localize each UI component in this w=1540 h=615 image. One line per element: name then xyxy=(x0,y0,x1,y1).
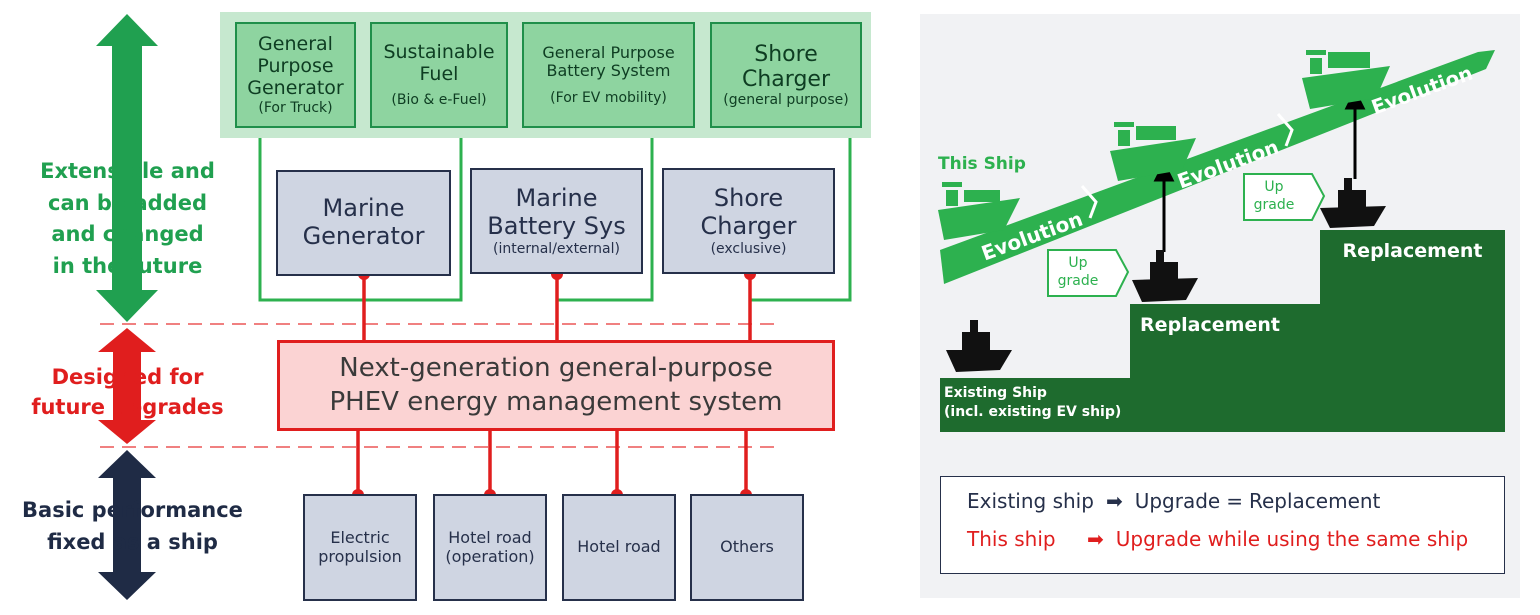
existing-ship-label: Existing Ship (incl. existing EV ship) xyxy=(944,385,1122,420)
legend-replacement: Replacement xyxy=(1248,489,1381,513)
arrow-right-icon: ➡ xyxy=(1105,489,1123,513)
bottom-box-text: Electric propulsion xyxy=(318,528,402,566)
mid-box-sub: (exclusive) xyxy=(710,240,787,257)
upgrade-callouts xyxy=(1047,173,1326,297)
red-double-arrow xyxy=(98,328,156,444)
bottom-box-hotel-road: Hotel road xyxy=(562,494,676,601)
legend-upgrade-same-ship: Upgrade while using the same ship xyxy=(1115,527,1469,551)
mid-box-shore-charger-exclusive: Shore Charger (exclusive) xyxy=(662,168,835,274)
bottom-box-others: Others xyxy=(690,494,804,601)
red-connectors xyxy=(356,274,752,495)
bottom-box-text: Hotel road (operation) xyxy=(445,528,535,566)
label-designed-for-upgrades: Designed for future upgrades xyxy=(31,365,224,420)
top-box-sub: (For EV mobility) xyxy=(550,90,667,107)
legend-row-this-ship: This ship ➡ Upgrade while using the same… xyxy=(967,527,1478,551)
label-extensible: Extensible and can be added and changed … xyxy=(40,159,215,278)
upgrade-label-2: Up grade xyxy=(1253,179,1295,214)
legend-existing-ship: Existing ship xyxy=(967,489,1094,513)
black-ship-icon xyxy=(946,178,1386,372)
top-box-general-purpose-generator: General Purpose Generator (For Truck) xyxy=(235,22,356,128)
legend-upgrade: Upgrade xyxy=(1134,489,1221,513)
legend-this-ship: This ship xyxy=(967,527,1056,551)
top-box-title: General Purpose Generator xyxy=(247,33,344,99)
mid-box-marine-battery: Marine Battery Sys (internal/external) xyxy=(470,168,643,274)
upgrade-label-1: Up grade xyxy=(1057,255,1099,290)
top-box-sub: (general purpose) xyxy=(723,92,849,109)
top-box-sub: (Bio & e-Fuel) xyxy=(391,91,487,108)
bottom-box-hotel-road-operation: Hotel road (operation) xyxy=(433,494,547,601)
label-basic-performance: Basic performance fixed as a ship xyxy=(22,498,243,554)
top-box-sub: (For Truck) xyxy=(258,99,333,116)
navy-double-arrow xyxy=(98,450,156,600)
mid-box-sub: (internal/external) xyxy=(493,240,620,257)
bottom-box-text: Hotel road xyxy=(577,537,661,557)
top-box-title: General Purpose Battery System xyxy=(542,42,675,80)
bottom-box-text: Others xyxy=(720,537,774,557)
mid-box-title: Marine Battery Sys xyxy=(487,184,626,240)
top-box-sustainable-fuel: Sustainable Fuel (Bio & e-Fuel) xyxy=(370,22,508,128)
mid-box-title: Marine Generator xyxy=(302,194,425,250)
mid-box-title: Shore Charger xyxy=(700,184,797,240)
legend-box: Existing ship ➡ Upgrade = Replacement Th… xyxy=(940,476,1505,574)
green-ship-icon xyxy=(938,50,1390,240)
top-box-battery-system: General Purpose Battery System (For EV m… xyxy=(522,22,695,128)
replacement-label-1: Replacement xyxy=(1140,314,1280,336)
legend-equals: = xyxy=(1226,489,1243,513)
bottom-box-electric-propulsion: Electric propulsion xyxy=(303,494,417,601)
evolution-graphic xyxy=(938,50,1505,432)
green-connectors xyxy=(258,128,852,302)
legend-row-existing: Existing ship ➡ Upgrade = Replacement xyxy=(967,489,1478,513)
replacement-label-2: Replacement xyxy=(1342,240,1483,262)
center-box-ems: Next-generation general-purpose PHEV ene… xyxy=(277,340,835,431)
left-diagram: Extensible and can be added and changed … xyxy=(22,12,871,601)
replacement-stairs xyxy=(940,230,1505,432)
mid-box-marine-generator: Marine Generator xyxy=(276,170,451,276)
top-box-title: Shore Charger xyxy=(742,41,830,92)
label-this-ship: This Ship xyxy=(938,154,1026,174)
top-box-title: Sustainable Fuel xyxy=(383,41,495,85)
right-panel: This Ship Evolution Evolution Evolution … xyxy=(920,14,1520,598)
top-box-shore-charger-general: Shore Charger (general purpose) xyxy=(710,22,862,128)
arrow-right-icon: ➡ xyxy=(1087,527,1104,551)
center-box-text: Next-generation general-purpose PHEV ene… xyxy=(329,352,783,417)
ribbon-chevrons xyxy=(1080,113,1294,219)
green-double-arrow xyxy=(96,14,158,322)
